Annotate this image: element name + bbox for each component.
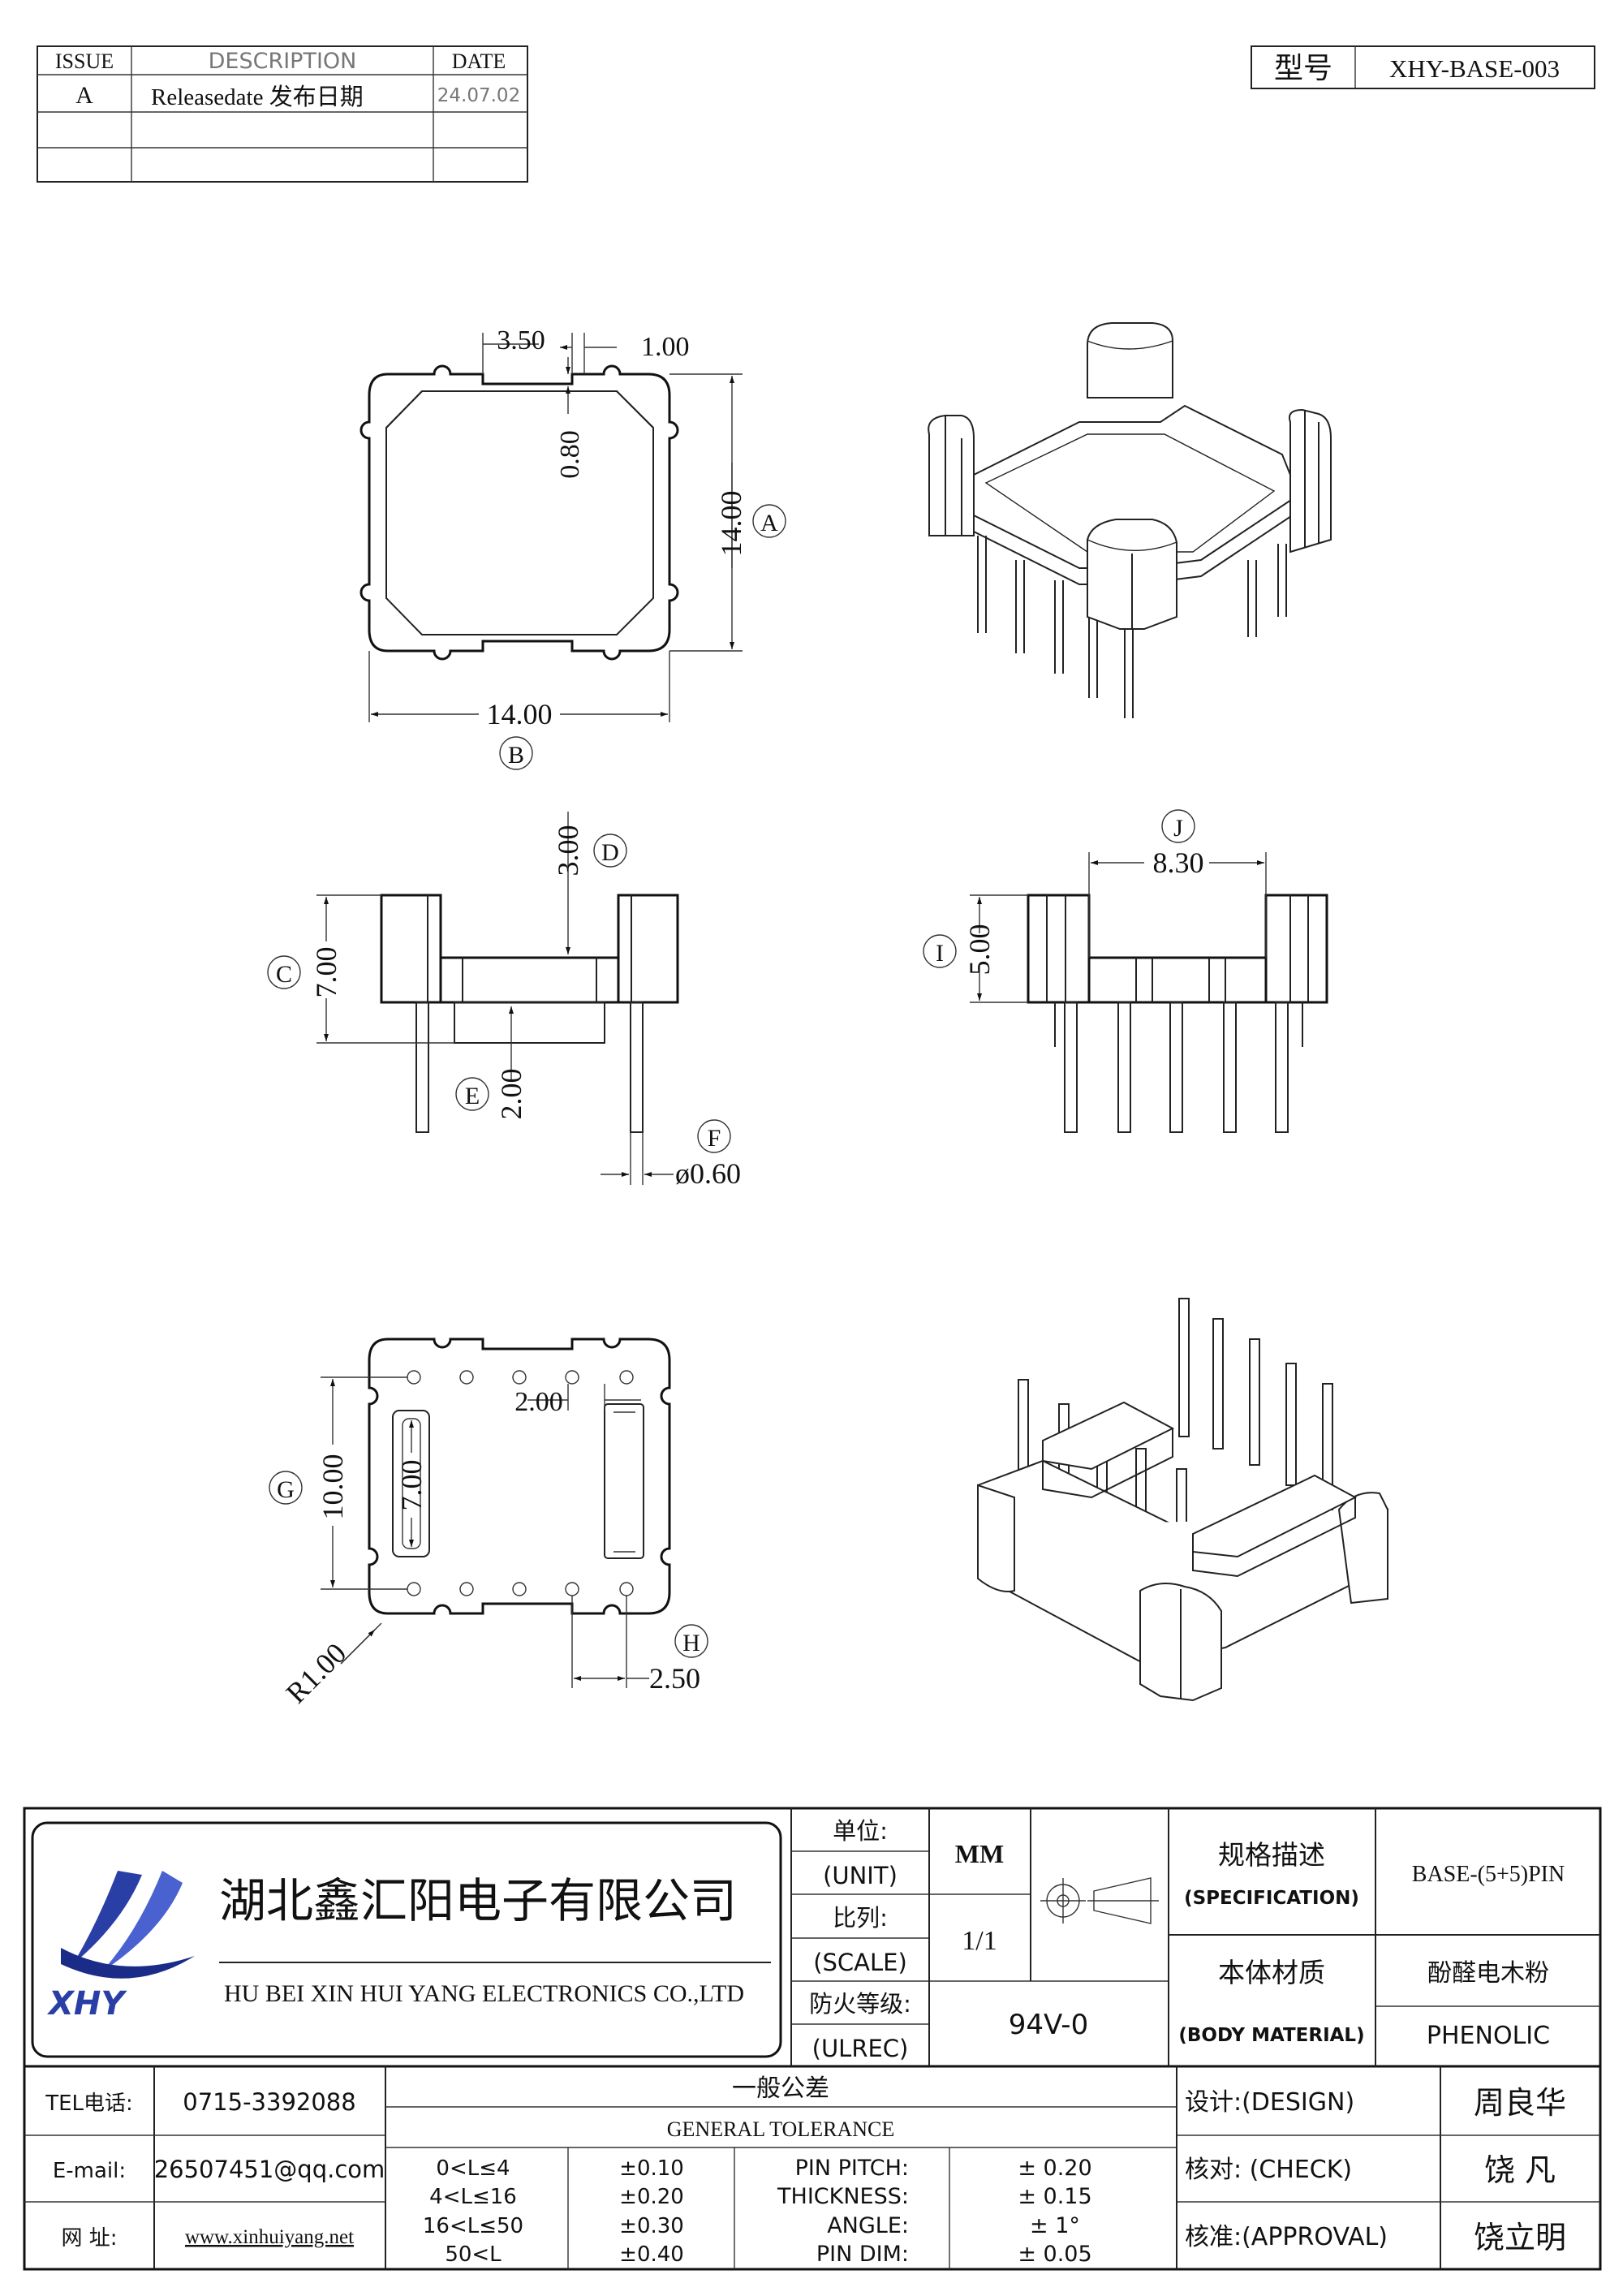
tol-item-value-2: ± 0.15 xyxy=(1018,2184,1091,2209)
side-view: 8.30 J 5.00 I xyxy=(923,809,1328,1133)
tol-item-3: ANGLE: xyxy=(827,2213,909,2238)
dim-pitch: 2.50 xyxy=(649,1662,700,1695)
dim-gap: 1.00 xyxy=(641,332,690,362)
ref-h: H xyxy=(682,1630,700,1656)
dim-side-width: 8.30 xyxy=(1153,846,1204,879)
material-label-en: (BODY MATERIAL) xyxy=(1178,2025,1364,2046)
web-link[interactable]: www.xinhuiyang.net xyxy=(185,2226,354,2248)
tolerance-title-en: GENERAL TOLERANCE xyxy=(667,2117,894,2141)
projection-symbol-icon xyxy=(1040,1877,1159,1924)
ref-d: D xyxy=(601,839,619,866)
rev-header-issue: ISSUE xyxy=(55,50,114,73)
unit-label-en: (UNIT) xyxy=(823,1862,898,1889)
tol-range-3: 16<L≤50 xyxy=(423,2214,523,2238)
dim-side-height: 5.00 xyxy=(963,924,996,976)
design-name: 周良华 xyxy=(1474,2085,1566,2121)
check-name: 饶 凡 xyxy=(1484,2152,1556,2188)
spec-label-cn: 规格描述 xyxy=(1218,1839,1325,1871)
tol-range-2: 4<L≤16 xyxy=(429,2185,517,2209)
material-value-cn: 酚醛电木粉 xyxy=(1427,1959,1549,1988)
ref-j: J xyxy=(1173,815,1183,842)
dim-pin-dia: ø0.60 xyxy=(675,1157,741,1190)
dim-notch-depth: 0.80 xyxy=(555,430,585,479)
tol-value-3: ±0.30 xyxy=(619,2214,684,2238)
bottom-view: 2.00 10.00 G 7.00 R1.00 2.50 H xyxy=(269,1338,708,1710)
rev-header-description: DESCRIPTION xyxy=(209,49,357,74)
revision-table: ISSUE DESCRIPTION DATE A Releasedate 发布日… xyxy=(37,45,528,183)
top-view: 3.50 1.00 0.80 14.00 A 14.00 B xyxy=(359,325,786,770)
tol-item-value-4: ± 0.05 xyxy=(1018,2242,1091,2267)
dim-standoff: 2.00 xyxy=(495,1069,527,1120)
ref-i: I xyxy=(936,940,944,967)
tol-item-value-1: ± 0.20 xyxy=(1018,2156,1091,2181)
dim-pin-slot: 3.00 xyxy=(552,825,584,877)
model-label: 型号 xyxy=(1274,52,1332,85)
tel-label: TEL电话: xyxy=(45,2091,133,2116)
tol-range-1: 0<L≤4 xyxy=(436,2156,510,2181)
email-value: 26507451@qq.com xyxy=(154,2156,385,2183)
rev-row-date: 24.07.02 xyxy=(437,85,520,106)
material-label-cn: 本体材质 xyxy=(1218,1957,1325,1988)
ref-b: B xyxy=(508,742,524,769)
iso-view-bottom xyxy=(977,1298,1388,1702)
scale-value: 1/1 xyxy=(962,1926,997,1956)
ref-c: C xyxy=(276,961,292,988)
tol-item-2: THICKNESS: xyxy=(777,2184,909,2209)
dim-notch-width: 3.50 xyxy=(497,325,545,355)
front-view: 7.00 C 3.00 D 2.00 E ø0.60 F xyxy=(267,812,741,1190)
dim-slot-gap: 2.00 xyxy=(514,1387,563,1417)
unit-value: MM xyxy=(955,1839,1004,1868)
dim-width: 14.00 xyxy=(487,698,553,730)
logo-text: XHY xyxy=(46,1985,127,2022)
design-label: 设计:(DESIGN) xyxy=(1185,2088,1354,2117)
scale-label-en: (SCALE) xyxy=(813,1949,907,1976)
ref-e: E xyxy=(465,1083,480,1109)
model-box: 型号 XHY-BASE-003 xyxy=(1251,45,1595,89)
tol-item-value-3: ± 1° xyxy=(1030,2213,1080,2238)
tol-value-1: ±0.10 xyxy=(619,2156,684,2181)
fire-label-cn: 防火等级: xyxy=(809,1990,911,2018)
tol-range-4: 50<L xyxy=(445,2242,502,2267)
dim-radius: R1.00 xyxy=(280,1637,353,1710)
fire-value: 94V-0 xyxy=(1009,2009,1088,2041)
tel-value: 0715-3392088 xyxy=(183,2088,355,2116)
title-block: XHY 湖北鑫汇阳电子有限公司 HU BEI XIN HUI YANG ELEC… xyxy=(23,1807,1602,2271)
tol-item-4: PIN DIM: xyxy=(816,2242,909,2267)
company-logo: XHY xyxy=(46,1871,195,2022)
fire-label-en: (ULREC) xyxy=(812,2035,909,2062)
iso-view-top xyxy=(928,322,1332,718)
company-name-cn: 湖北鑫汇阳电子有限公司 xyxy=(219,1873,737,1928)
check-label: 核对: (CHECK) xyxy=(1185,2156,1352,2184)
unit-label-cn: 单位: xyxy=(833,1817,888,1845)
email-label: E-mail: xyxy=(53,2159,126,2183)
dim-height: 14.00 xyxy=(715,491,747,557)
web-label: 网 址: xyxy=(61,2226,117,2251)
scale-label-cn: 比列: xyxy=(833,1904,888,1932)
rev-row-issue: A xyxy=(75,82,93,109)
dim-pin-span: 10.00 xyxy=(316,1454,349,1520)
spec-value: BASE-(5+5)PIN xyxy=(1412,1862,1565,1887)
tol-item-1: PIN PITCH: xyxy=(795,2156,909,2181)
tol-value-2: ±0.20 xyxy=(619,2185,684,2209)
material-value-en: PHENOLIC xyxy=(1427,2022,1550,2050)
ref-a: A xyxy=(760,510,778,536)
tol-value-4: ±0.40 xyxy=(619,2242,684,2267)
rev-header-date: DATE xyxy=(452,50,506,73)
dim-total-height: 7.00 xyxy=(310,947,342,998)
model-value: XHY-BASE-003 xyxy=(1389,54,1560,83)
ref-f: F xyxy=(708,1125,721,1152)
tolerance-title-cn: 一般公差 xyxy=(732,2074,829,2103)
approval-name: 饶立明 xyxy=(1474,2220,1566,2255)
spec-label-en: (SPECIFICATION) xyxy=(1184,1888,1359,1909)
dim-slot-len: 7.00 xyxy=(395,1460,428,1511)
ref-g: G xyxy=(277,1476,295,1503)
rev-row-description: Releasedate 发布日期 xyxy=(151,84,364,110)
approval-label: 核准:(APPROVAL) xyxy=(1185,2223,1388,2251)
company-name-en: HU BEI XIN HUI YANG ELECTRONICS CO.,LTD xyxy=(224,1980,744,2007)
